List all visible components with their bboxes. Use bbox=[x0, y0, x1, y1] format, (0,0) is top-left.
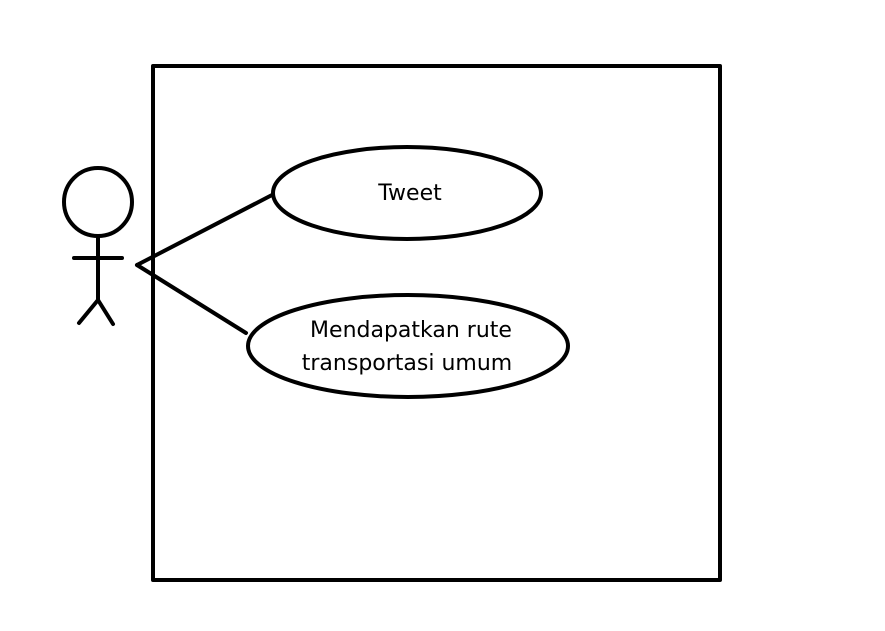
use-case-label-line-1: Mendapatkan rute bbox=[310, 318, 512, 343]
association-line-tweet bbox=[135, 193, 274, 267]
actor-head bbox=[62, 166, 134, 238]
use-case-mendapatkan-rute: Mendapatkan rute transportasi umum bbox=[246, 293, 570, 399]
actor-stick-figure bbox=[62, 166, 134, 326]
use-case-tweet: Tweet bbox=[271, 145, 543, 241]
system-boundary bbox=[151, 64, 722, 582]
use-case-ellipse bbox=[271, 145, 543, 241]
use-case-label: Tweet bbox=[377, 181, 442, 206]
association-line-rute bbox=[135, 263, 248, 335]
use-case-ellipse bbox=[246, 293, 570, 399]
actor-right-leg bbox=[96, 298, 115, 326]
actor-left-leg bbox=[77, 298, 100, 325]
use-case-label-line-2: transportasi umum bbox=[302, 351, 512, 376]
